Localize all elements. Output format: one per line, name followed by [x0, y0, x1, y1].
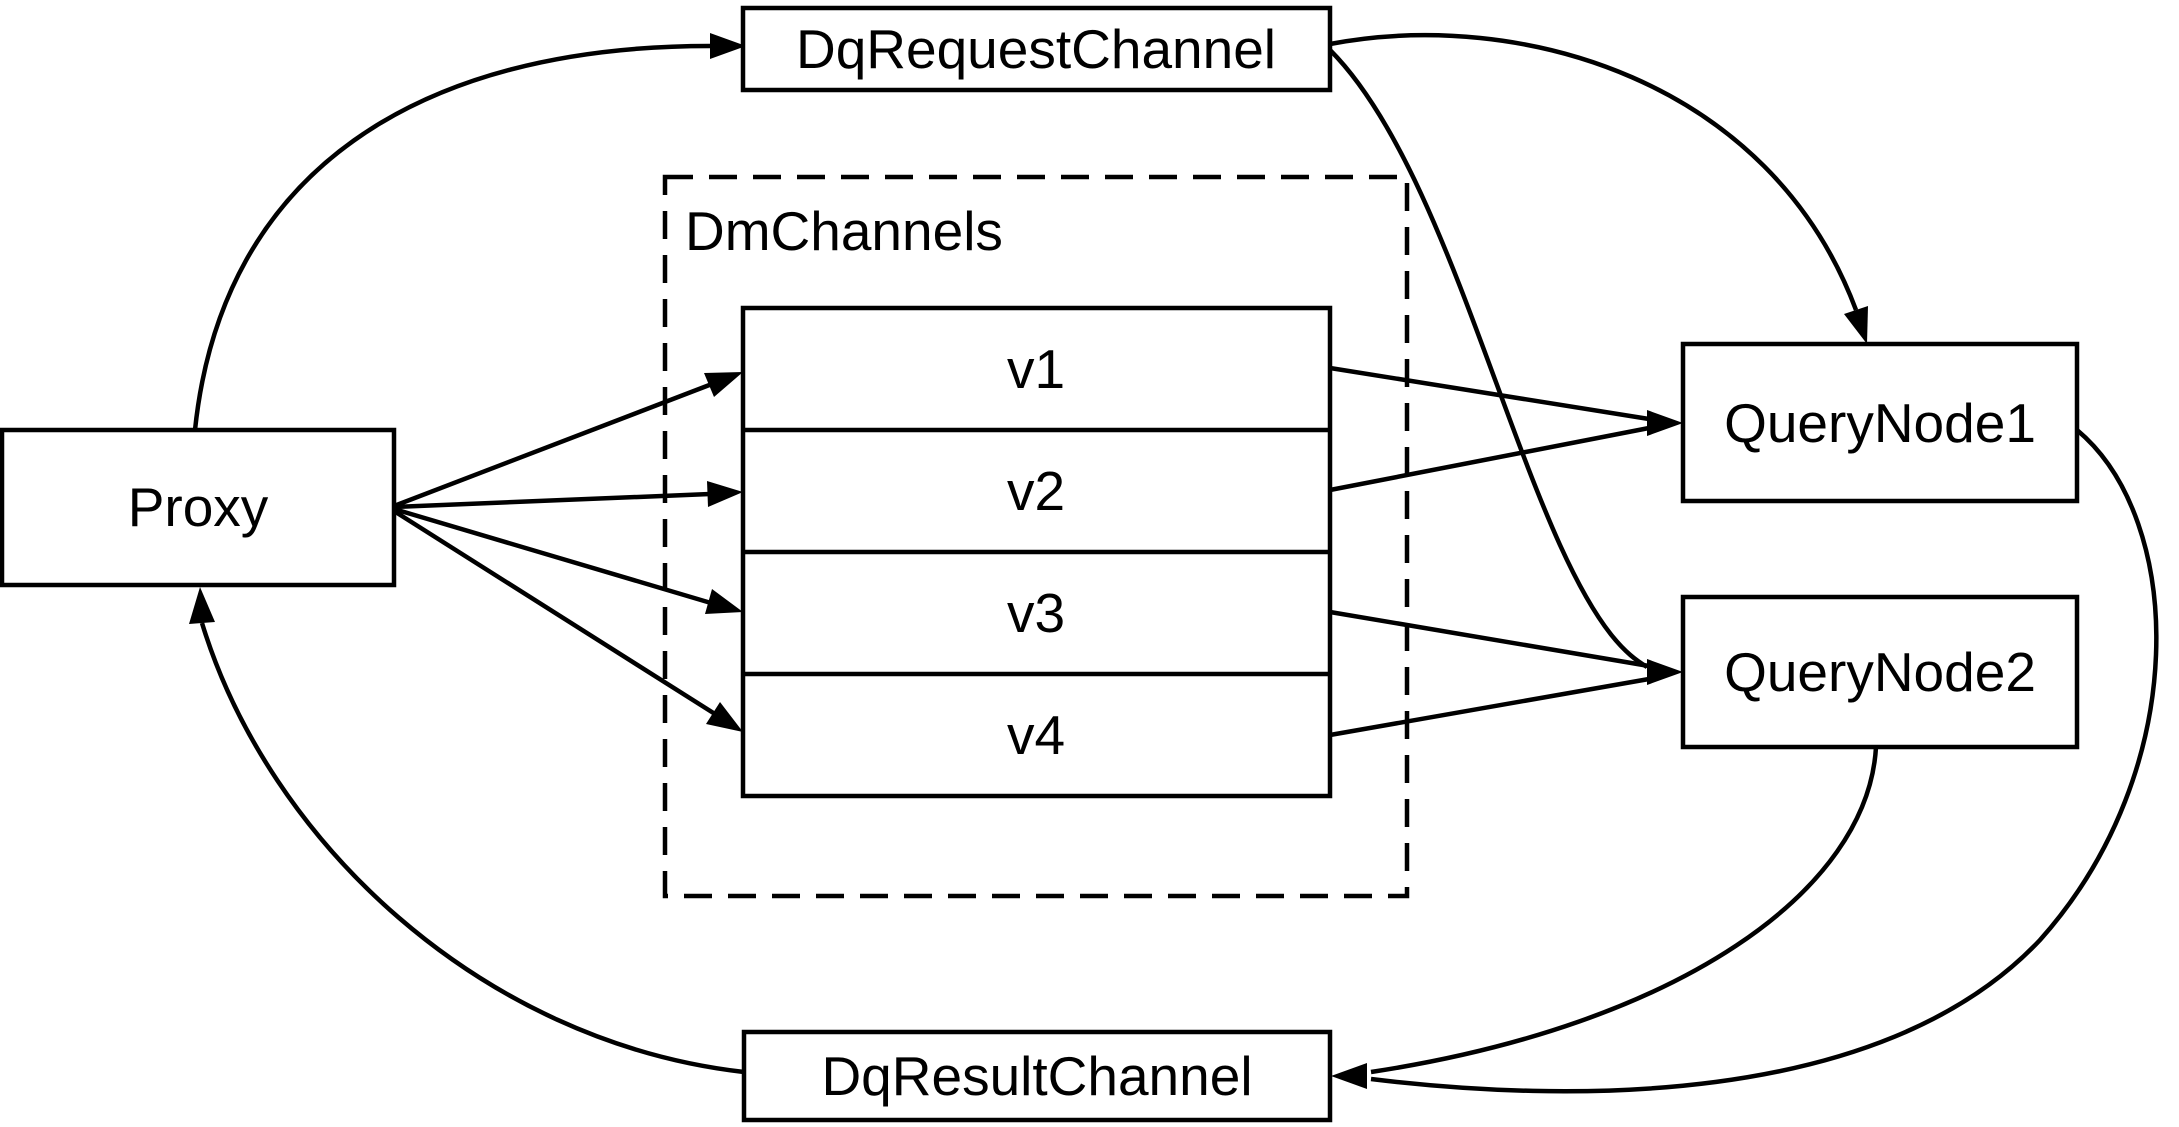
edge-querynode1-to-dqresultchannel [1370, 428, 2159, 1094]
node-querynode1: QueryNode1 [1680, 341, 2080, 504]
node-dqrequestchannel: DqRequestChannel [740, 5, 1333, 93]
dqresultchannel-box [741, 1029, 1333, 1123]
edge-proxy-to-v2 [393, 491, 711, 510]
querynode1-box [1680, 341, 2080, 504]
node-dmchannel-table: v1 v2 v3 v4 [740, 305, 1333, 799]
edges [192, 33, 2159, 1094]
proxy-label: Proxy [128, 476, 269, 538]
row-label-v1: v1 [1007, 338, 1065, 400]
edge-proxy-to-dqrequestchannel [192, 43, 711, 431]
edge-querynode2-to-dqresultchannel [1370, 746, 1879, 1075]
arrowhead-into-querynode2-left [1647, 659, 1683, 685]
arrowhead-into-v2 [707, 481, 743, 507]
arrowhead-into-dqresultchannel [1331, 1063, 1367, 1089]
arrowhead-into-querynode1-top [1844, 306, 1868, 344]
group-dmchannels: DmChannels [662, 174, 1410, 899]
edge-v2-to-querynode1 [1329, 425, 1650, 493]
edge-v3-to-querynode2 [1329, 609, 1650, 669]
querynode1-label: QueryNode1 [1724, 392, 2036, 454]
querynode2-box [1680, 594, 2080, 750]
querynode2-label: QueryNode2 [1724, 641, 2036, 703]
arrowhead-into-proxy-bottom [189, 587, 215, 624]
dqrequestchannel-box [740, 5, 1333, 93]
edge-v4-to-querynode2 [1329, 676, 1650, 738]
edge-proxy-to-v1 [393, 381, 713, 509]
edge-dqrequestchannel-to-querynode2 [1328, 48, 1649, 669]
arrowhead-into-v1 [704, 372, 743, 397]
edge-proxy-to-v4 [392, 509, 717, 716]
edge-dqrequestchannel-to-querynode1 [1329, 33, 1859, 311]
row-label-v2: v2 [1007, 460, 1065, 522]
edge-dqresultchannel-to-proxy [199, 622, 745, 1075]
arrowhead-into-dqrequestchannel [710, 33, 746, 59]
dqrequestchannel-label: DqRequestChannel [796, 18, 1276, 80]
row-label-v4: v4 [1007, 704, 1065, 766]
node-proxy: Proxy [0, 427, 397, 588]
arrowhead-into-v4 [706, 702, 743, 732]
dmchannels-dashed-border [662, 174, 1410, 899]
edge-proxy-to-v3 [393, 506, 712, 606]
row-label-v3: v3 [1007, 582, 1065, 644]
arrowhead-into-v3 [705, 589, 743, 614]
proxy-box [0, 427, 397, 588]
node-dqresultchannel: DqResultChannel [741, 1029, 1333, 1123]
edge-v1-to-querynode1 [1329, 365, 1650, 422]
node-querynode2: QueryNode2 [1680, 594, 2080, 750]
arrowhead-into-querynode1-left [1647, 410, 1683, 436]
arrowheads [189, 33, 1868, 1089]
dqresultchannel-label: DqResultChannel [821, 1045, 1252, 1107]
dmchannels-group-label: DmChannels [685, 200, 1003, 262]
